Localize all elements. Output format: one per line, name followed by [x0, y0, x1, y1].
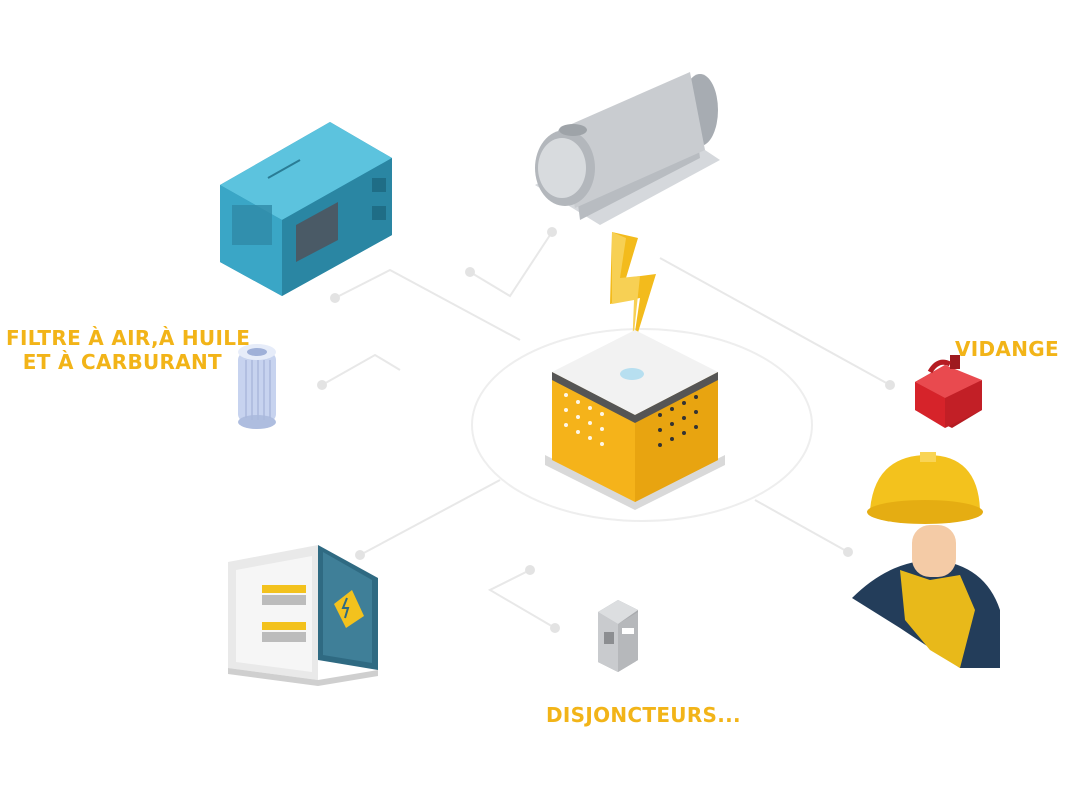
filter-icon	[238, 344, 276, 429]
fuel-tank-icon	[535, 72, 720, 225]
vidange-label: VIDANGE	[955, 337, 1059, 361]
filter-label: FILTRE À AIR,À HUILE ET À CARBURANT	[6, 326, 251, 374]
circuit-breaker-icon	[598, 600, 638, 672]
filter-label-line1: FILTRE À AIR,À HUILE	[6, 326, 251, 350]
disjoncteurs-label: DISJONCTEURS...	[546, 703, 741, 727]
filter-label-line2: ET À CARBURANT	[22, 350, 222, 374]
hub-box-icon	[545, 330, 725, 510]
connector-dots	[317, 227, 895, 633]
generator-icon	[220, 122, 392, 296]
technician-icon	[852, 452, 1000, 668]
lightning-icon	[610, 232, 656, 352]
jerrycan-icon	[915, 355, 982, 428]
electrical-panel-icon	[228, 545, 378, 686]
connector-lines	[321, 231, 891, 629]
